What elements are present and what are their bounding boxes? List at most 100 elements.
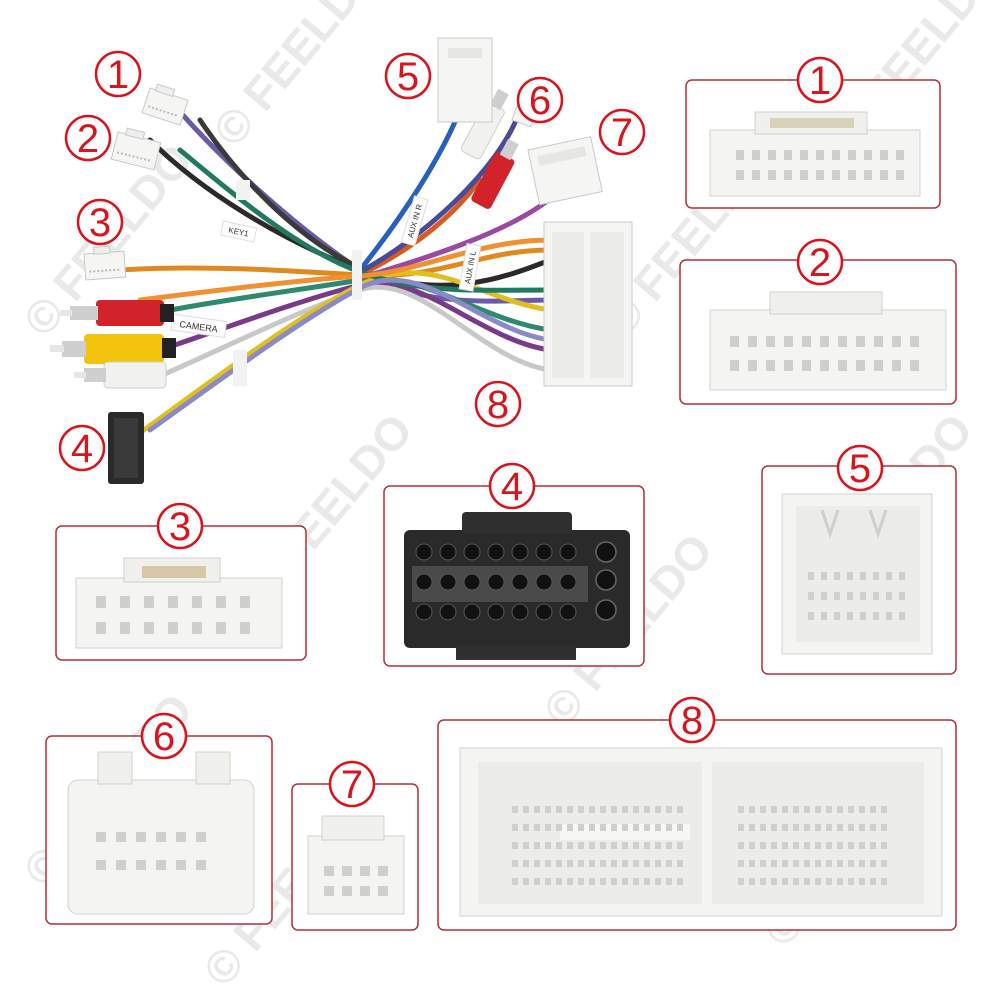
number-badge-text: 5 [397, 55, 419, 99]
cavity [96, 622, 106, 634]
connector-3-plug [83, 245, 127, 281]
cavity [771, 842, 777, 849]
cavity [874, 336, 883, 347]
cavity [534, 824, 540, 831]
cavity [324, 886, 334, 896]
wire-tag: AUX IN R [400, 195, 429, 247]
cavity [96, 832, 106, 842]
pin-hole-large [595, 569, 617, 591]
cavity [655, 860, 661, 867]
cavity [545, 806, 551, 813]
cavity [837, 860, 843, 867]
cavity [600, 824, 606, 831]
cavity [793, 878, 799, 885]
cavity [730, 360, 739, 371]
cavity [677, 878, 683, 885]
pin-hole [487, 573, 505, 591]
cavity [873, 572, 879, 580]
cavity [738, 860, 744, 867]
cavity [589, 806, 595, 813]
cavity [748, 360, 757, 371]
rca-yellow-plug [50, 334, 176, 364]
cavity [168, 596, 178, 608]
cavity [856, 360, 865, 371]
cavity [666, 842, 672, 849]
cavity [784, 336, 793, 347]
cavity [556, 842, 562, 849]
cavity [910, 336, 919, 347]
cavity [611, 842, 617, 849]
cavity [870, 806, 876, 813]
cavity [899, 572, 905, 580]
cavity [860, 592, 866, 600]
cavity [677, 860, 683, 867]
cavity-grid [730, 336, 919, 371]
cavity-grid [96, 596, 250, 634]
cavity [837, 878, 843, 885]
pin-hole [535, 573, 553, 591]
cavity [848, 824, 854, 831]
cavity [815, 806, 821, 813]
cavity [578, 824, 584, 831]
cavity [820, 336, 829, 347]
cavity [156, 832, 166, 842]
number-badge-circle [796, 238, 844, 286]
rca-white-plug-upper [460, 88, 509, 160]
cavity [899, 612, 905, 620]
harness-label-1: 1 [94, 50, 142, 98]
harness-label-6: 6 [516, 76, 564, 124]
cavity [847, 612, 853, 620]
cavity [760, 806, 766, 813]
cavity [804, 860, 810, 867]
panel-label-8: 8 [668, 696, 716, 744]
pin-hole-large [595, 541, 617, 563]
cavity [881, 878, 887, 885]
number-badge-text: 1 [107, 53, 129, 97]
cavity [834, 592, 840, 600]
wire [357, 107, 463, 273]
cavity [611, 806, 617, 813]
cavity [589, 878, 595, 885]
cavity [771, 878, 777, 885]
number-badge-text: 6 [529, 79, 551, 123]
cavity [848, 860, 854, 867]
number-badge-circle [156, 502, 204, 550]
panel-connector-2 [679, 259, 957, 405]
cavity [523, 824, 529, 831]
cavity [859, 842, 865, 849]
cavity [847, 572, 853, 580]
cavity [556, 824, 562, 831]
cavity [793, 860, 799, 867]
rca-red-plug-upper [471, 138, 519, 209]
pin-hole [415, 543, 433, 561]
cavity [820, 360, 829, 371]
cavity [116, 832, 126, 842]
number-badge-circle [474, 380, 522, 428]
harness-label-5: 5 [384, 52, 432, 100]
cavity [567, 842, 573, 849]
connector-2-plug [110, 127, 162, 171]
cavity [120, 596, 130, 608]
cavity [96, 860, 106, 870]
cavity [578, 842, 584, 849]
cavity [760, 824, 766, 831]
cavity [144, 596, 154, 608]
cavity [768, 170, 776, 180]
connector-latch [321, 815, 385, 841]
cavity [342, 866, 352, 876]
cavity [622, 806, 628, 813]
connector-body [307, 835, 405, 915]
cavity [768, 150, 776, 160]
number-badge-circle [796, 56, 844, 104]
watermark-text: © FEELDO [203, 0, 393, 156]
panel-connector-3 [55, 525, 307, 661]
connector-latch-window [770, 118, 854, 128]
cavity [736, 150, 744, 160]
pin-hole [439, 573, 457, 591]
panel-label-7: 7 [328, 760, 376, 808]
harness-label-4: 4 [58, 424, 106, 472]
cavity [96, 596, 106, 608]
